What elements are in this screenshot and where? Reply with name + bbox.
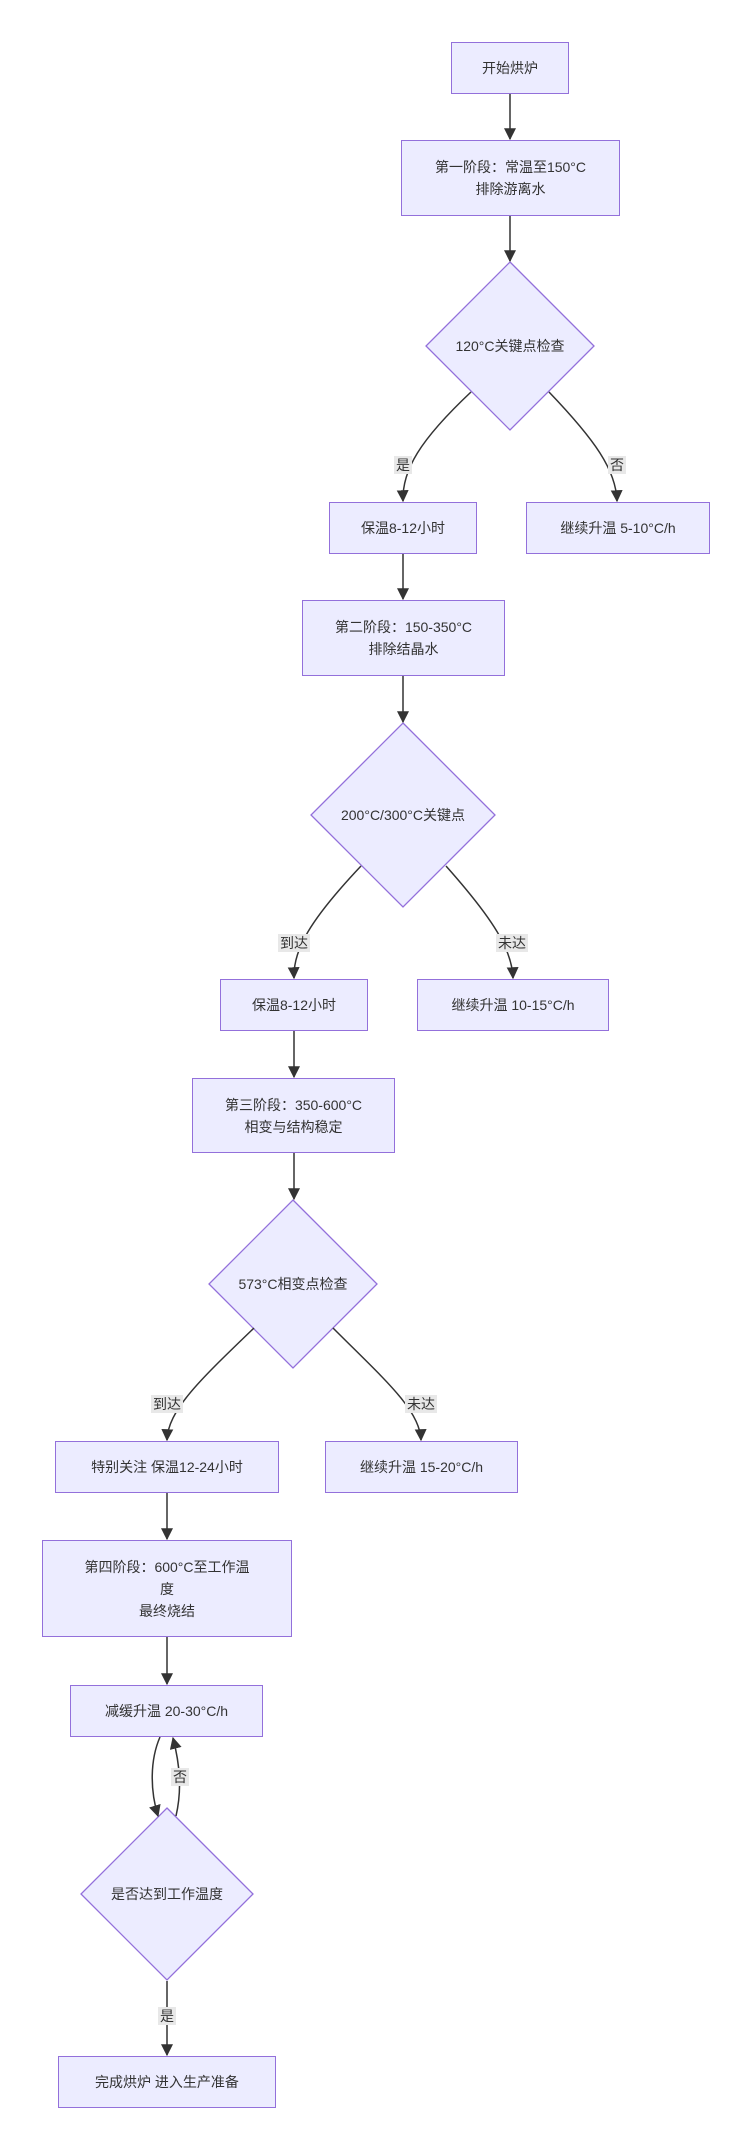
edge-check120-hold1 <box>396 391 472 503</box>
node-rate3-label: 继续升温 15-20°C/h <box>359 1459 484 1475</box>
edge-label-arrive2: 到达 <box>278 934 310 952</box>
edge-slow-reached <box>149 1736 161 1818</box>
node-stage1-label: 第一阶段：常温至150°C 排除游离水 <box>434 159 587 197</box>
edge-label-arrive3: 到达 <box>151 1395 183 1413</box>
diamond-shape-reached <box>80 1807 254 1981</box>
edge-label-yes-done: 是 <box>158 2007 176 2025</box>
node-stage3-label: 第三阶段：350-600°C 相变与结构稳定 <box>224 1096 363 1135</box>
node-start: 开始烘炉 <box>451 42 569 94</box>
edge-label-yes1: 是 <box>394 456 412 474</box>
diamond-shape-check200 <box>310 722 496 908</box>
node-stage1: 第一阶段：常温至150°C 排除游离水 <box>401 140 620 216</box>
node-check120-label: 120°C关键点检查 <box>455 338 565 354</box>
edge-check573-rate3 <box>332 1327 427 1442</box>
diamond-shape-check120 <box>425 261 595 431</box>
node-stage2-label: 第二阶段：150-350°C 排除结晶水 <box>334 619 473 657</box>
edge-check120-rate1 <box>548 391 623 503</box>
node-hold2: 保温8-12小时 <box>220 979 368 1031</box>
node-slow-label: 减缓升温 20-30°C/h <box>104 1703 229 1719</box>
node-reached-label: 是否达到工作温度 <box>111 1886 223 1902</box>
node-stage3: 第三阶段：350-600°C 相变与结构稳定 <box>192 1078 395 1153</box>
node-done: 完成烘炉 进入生产准备 <box>58 2056 276 2108</box>
edge-label-no1: 否 <box>608 456 626 474</box>
node-check200-label: 200°C/300°C关键点 <box>340 807 466 823</box>
node-rate3: 继续升温 15-20°C/h <box>325 1441 518 1493</box>
edge-label-notarrive3: 未达 <box>405 1395 437 1413</box>
node-stage4: 第四阶段：600°C至工作温 度 最终烧结 <box>42 1540 292 1637</box>
diamond-shape-check573 <box>208 1199 378 1369</box>
node-done-label: 完成烘炉 进入生产准备 <box>95 2074 239 2090</box>
node-start-label: 开始烘炉 <box>482 60 538 76</box>
node-rate1-label: 继续升温 5-10°C/h <box>560 520 676 536</box>
node-hold1: 保温8-12小时 <box>329 502 477 554</box>
node-slow: 减缓升温 20-30°C/h <box>70 1685 263 1737</box>
edge-check200-rate2 <box>445 865 519 980</box>
node-rate2-label: 继续升温 10-15°C/h <box>451 997 575 1013</box>
edge-label-no-loop: 否 <box>171 1768 189 1786</box>
edge-check200-hold2 <box>287 865 362 980</box>
node-hold1-label: 保温8-12小时 <box>360 520 446 536</box>
node-hold3-label: 特别关注 保温12-24小时 <box>91 1459 243 1475</box>
edge-check573-hold3 <box>161 1327 255 1442</box>
edge-label-notarrive2: 未达 <box>496 934 528 952</box>
node-hold2-label: 保温8-12小时 <box>251 997 337 1013</box>
node-rate2: 继续升温 10-15°C/h <box>417 979 609 1031</box>
node-stage2: 第二阶段：150-350°C 排除结晶水 <box>302 600 505 676</box>
node-hold3: 特别关注 保温12-24小时 <box>55 1441 279 1493</box>
node-stage4-label: 第四阶段：600°C至工作温 度 最终烧结 <box>84 1558 250 1619</box>
node-rate1: 继续升温 5-10°C/h <box>526 502 710 554</box>
node-check573-label: 573°C相变点检查 <box>238 1276 348 1292</box>
